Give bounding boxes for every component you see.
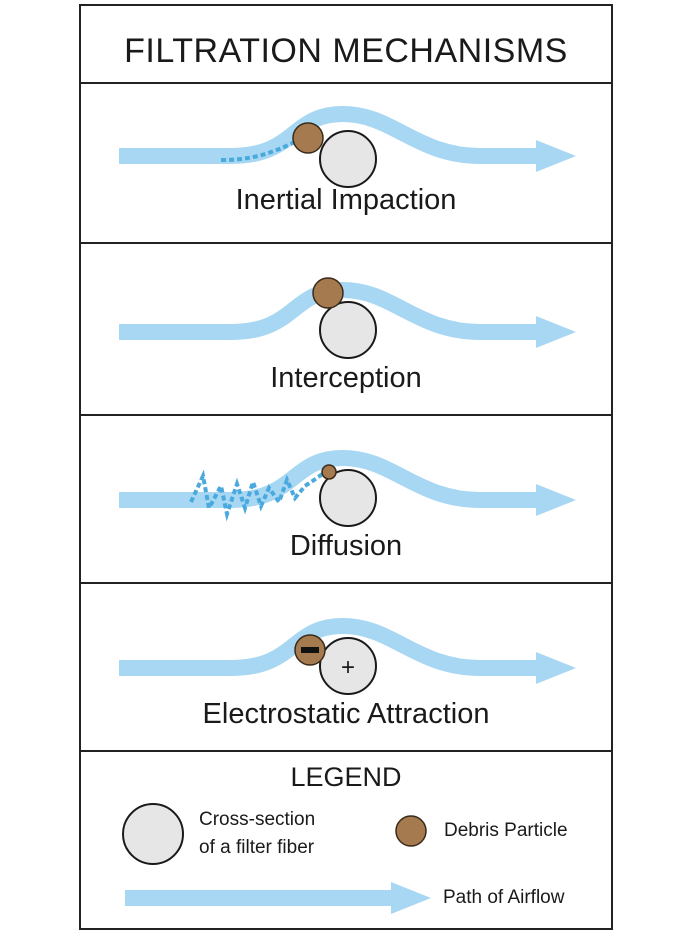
diagram-frame: FILTRATION MECHANISMS Inertial Impaction… — [79, 4, 613, 930]
legend-fiber-label-line1: Cross-section — [199, 809, 316, 830]
electrostatic-attraction-illustration: + — [119, 617, 576, 695]
title-panel: FILTRATION MECHANISMS — [81, 6, 611, 84]
particle-trajectory — [220, 138, 300, 162]
airflow-path — [119, 449, 536, 508]
panel-interception: Interception — [81, 244, 611, 416]
debris-particle — [321, 464, 337, 480]
interception-illustration — [119, 277, 576, 359]
airflow-arrowhead — [536, 140, 576, 172]
panel-diffusion: Diffusion — [81, 416, 611, 584]
legend-airflow-arrowhead — [391, 882, 431, 914]
debris-particle — [292, 122, 324, 154]
filter-fiber — [319, 130, 377, 188]
caption-inertial-impaction: Inertial Impaction — [235, 184, 457, 216]
legend-airflow-label: Path of Airflow — [443, 887, 565, 908]
airflow-path — [119, 105, 536, 164]
filter-fiber — [319, 301, 377, 359]
caption-electrostatic-attraction: Electrostatic Attraction — [202, 698, 490, 730]
legend-title: LEGEND — [290, 762, 402, 792]
legend-fiber-label-line2: of a filter fiber — [199, 837, 315, 858]
legend-fiber-icon — [122, 803, 184, 865]
airflow-arrowhead — [536, 484, 576, 516]
caption-interception: Interception — [270, 362, 422, 394]
filter-fiber — [319, 469, 377, 527]
particle-trajectory — [189, 469, 327, 522]
diffusion-illustration — [119, 449, 576, 527]
panel-inertial-impaction: Inertial Impaction — [81, 84, 611, 244]
legend-fiber-label: Cross-section of a filter fiber — [199, 806, 315, 862]
filter-fiber — [319, 637, 377, 695]
airflow-arrowhead — [536, 652, 576, 684]
legend-particle-label: Debris Particle — [444, 820, 568, 841]
inertial-impaction-illustration — [119, 105, 576, 188]
panel-electrostatic-attraction: + Electrostatic Attraction — [81, 584, 611, 752]
particle-negative-charge-icon — [301, 647, 319, 653]
airflow-path — [119, 617, 536, 676]
debris-particle — [312, 277, 344, 309]
legend-symbols — [122, 803, 431, 914]
diagram-title: FILTRATION MECHANISMS — [124, 32, 568, 70]
caption-diffusion: Diffusion — [289, 530, 403, 562]
legend-particle-icon — [395, 815, 427, 847]
legend-panel: LEGEND Cross-section of a filter fiber D… — [81, 752, 611, 928]
airflow-arrowhead — [536, 316, 576, 348]
fiber-positive-charge: + — [341, 654, 355, 681]
